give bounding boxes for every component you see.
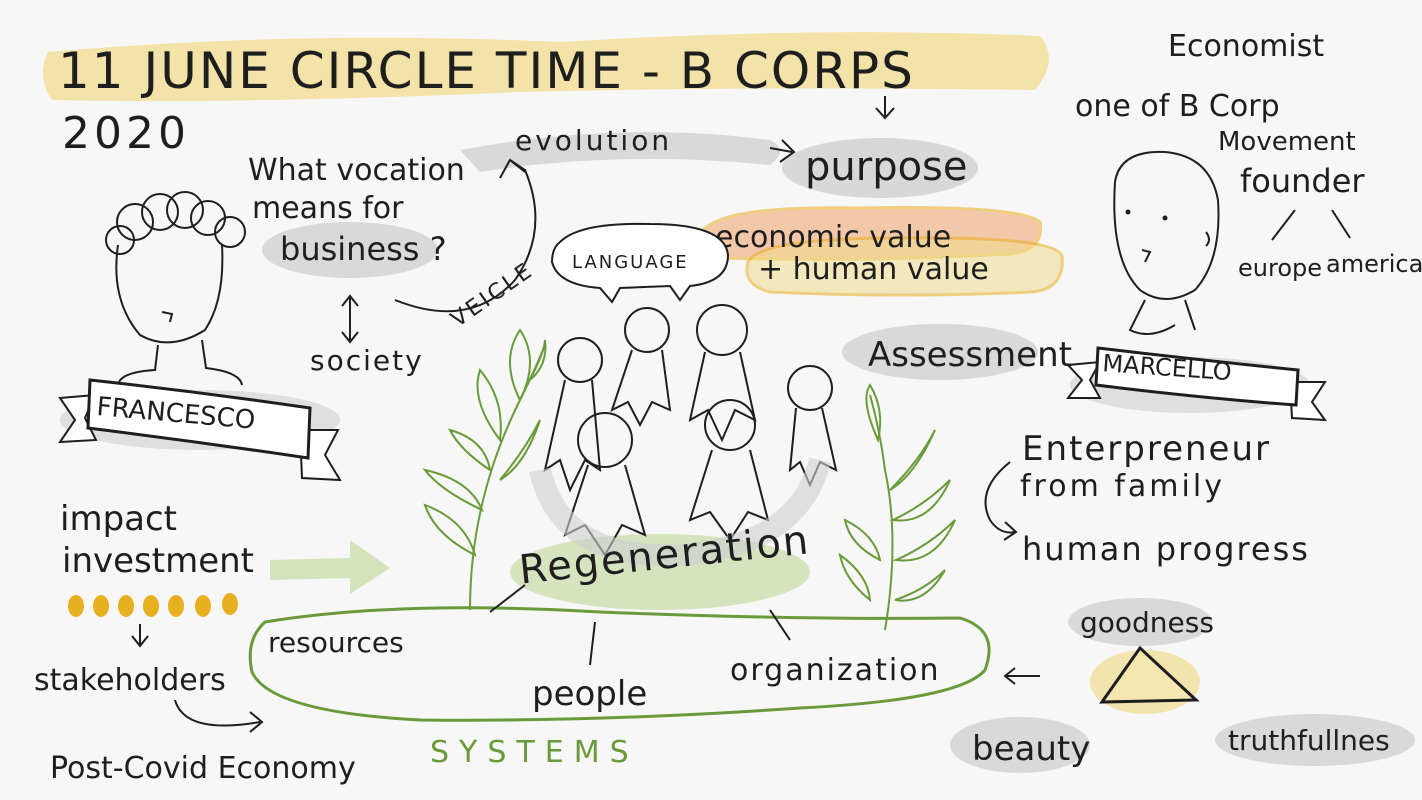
title-highlight	[42, 32, 1049, 101]
vocation-line1: What vocation	[248, 153, 465, 188]
stakeholders-arrow	[174, 699, 264, 733]
assessment-label: Assessment	[868, 335, 1072, 375]
veicle-label: VEICLE	[447, 258, 539, 333]
entrepreneur-arrow	[984, 461, 1018, 541]
evolution-highlight	[460, 132, 780, 172]
right-branch	[838, 383, 956, 631]
truthfulness-highlight	[1215, 714, 1415, 766]
purpose-highlight	[782, 138, 978, 198]
society-label: society	[310, 344, 424, 377]
stakeholders-label: stakeholders	[34, 663, 226, 698]
page-title: 11 JUNE CIRCLE TIME - B CORPS	[58, 42, 915, 100]
left-branch	[422, 328, 547, 611]
purpose-label: purpose	[805, 144, 968, 190]
entrepreneur-line2: from family	[1020, 469, 1225, 504]
center-circle-shadow	[529, 457, 831, 567]
language-label: LANGUAGE	[572, 252, 689, 273]
entrepreneur-line1: Enterpreneur	[1022, 429, 1271, 469]
human-value-highlight	[745, 236, 1064, 297]
impact-line2: investment	[62, 541, 254, 581]
evolution-label: evolution	[515, 124, 672, 157]
truthfulness-label: truthfullnes	[1228, 724, 1390, 757]
marcello-banner	[1065, 346, 1328, 422]
europe-label: europe	[1238, 254, 1322, 282]
founder-line3: founder	[1240, 162, 1365, 200]
marcello-figure	[1113, 150, 1220, 335]
systems-label: SYSTEMS	[430, 735, 639, 770]
regeneration-connectors	[489, 584, 791, 666]
impact-dots	[68, 593, 238, 617]
evolution-arrow	[769, 139, 796, 163]
founder-line1: one of B Corp	[1075, 89, 1280, 124]
vocation-line3: business ?	[280, 230, 447, 268]
francesco-banner	[58, 378, 342, 482]
impact-down-arrow	[131, 624, 149, 648]
beauty-highlight	[950, 717, 1090, 773]
veicle-arc	[394, 158, 537, 313]
human-value-label: + human value	[758, 252, 989, 287]
triangle-arrow	[1003, 667, 1040, 685]
goodness-label: goodness	[1080, 606, 1214, 639]
title-down-arrow	[875, 96, 895, 120]
impact-arrow	[270, 540, 390, 594]
impact-line1: impact	[60, 499, 177, 539]
human-progress-label: human progress	[1022, 530, 1310, 568]
values-triangle	[1099, 645, 1200, 704]
vocation-line2: means for	[252, 191, 404, 226]
beauty-label: beauty	[972, 729, 1090, 769]
goodness-highlight	[1068, 598, 1212, 646]
systems-ellipse	[248, 606, 991, 722]
people-label: people	[532, 674, 647, 714]
title-year: 2020	[62, 108, 190, 159]
francesco-figure	[105, 191, 246, 386]
founder-branch-lines	[1271, 209, 1351, 241]
america-label: america	[1326, 250, 1422, 278]
founder-line2: Movement	[1218, 127, 1356, 157]
economist-label: Economist	[1168, 29, 1324, 64]
language-bubble	[550, 222, 730, 304]
resources-label: resources	[268, 626, 404, 659]
post-covid-label: Post-Covid Economy	[50, 751, 356, 786]
assessment-highlight	[842, 324, 1038, 380]
business-highlight	[262, 222, 438, 278]
economic-value-label: economic value	[715, 220, 951, 255]
organization-label: organization	[730, 653, 941, 688]
society-double-arrow	[341, 294, 359, 344]
